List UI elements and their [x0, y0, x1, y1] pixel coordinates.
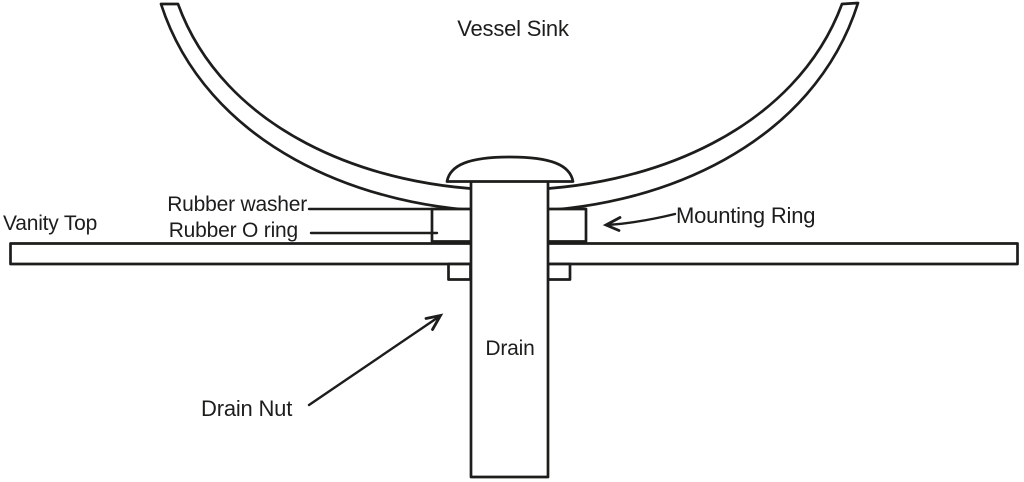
- drain-nut-arrowhead-icon: [424, 313, 444, 331]
- diagram-pointers: [307, 207, 677, 407]
- drain-label: Drain: [485, 337, 534, 360]
- drain-flange-dome: [445, 155, 575, 183]
- mounting-ring-arrow-shaft: [605, 212, 677, 227]
- vessel-sink-label: Vessel Sink: [457, 16, 570, 41]
- mounting-ring-label: Mounting Ring: [676, 203, 815, 228]
- drain-nut-arrow-shaft: [307, 314, 442, 407]
- drain-nut-left-shape: [447, 262, 472, 281]
- drain-nut-right-shape: [546, 262, 572, 281]
- diagram-labels: Vessel Sink Rubber washer Rubber O ring …: [3, 16, 815, 421]
- sink-bowl-shell: [159, 1, 860, 213]
- rubber-washer-label: Rubber washer: [167, 193, 307, 216]
- diagram-shapes: [9, 1, 1019, 479]
- rubber-o-ring-label: Rubber O ring: [169, 219, 298, 242]
- mounting-ring-arrowhead-icon: [602, 216, 622, 232]
- drain-pipe-shape: [469, 176, 550, 479]
- drain-nut-label: Drain Nut: [201, 396, 292, 421]
- vanity-top-label: Vanity Top: [3, 212, 97, 235]
